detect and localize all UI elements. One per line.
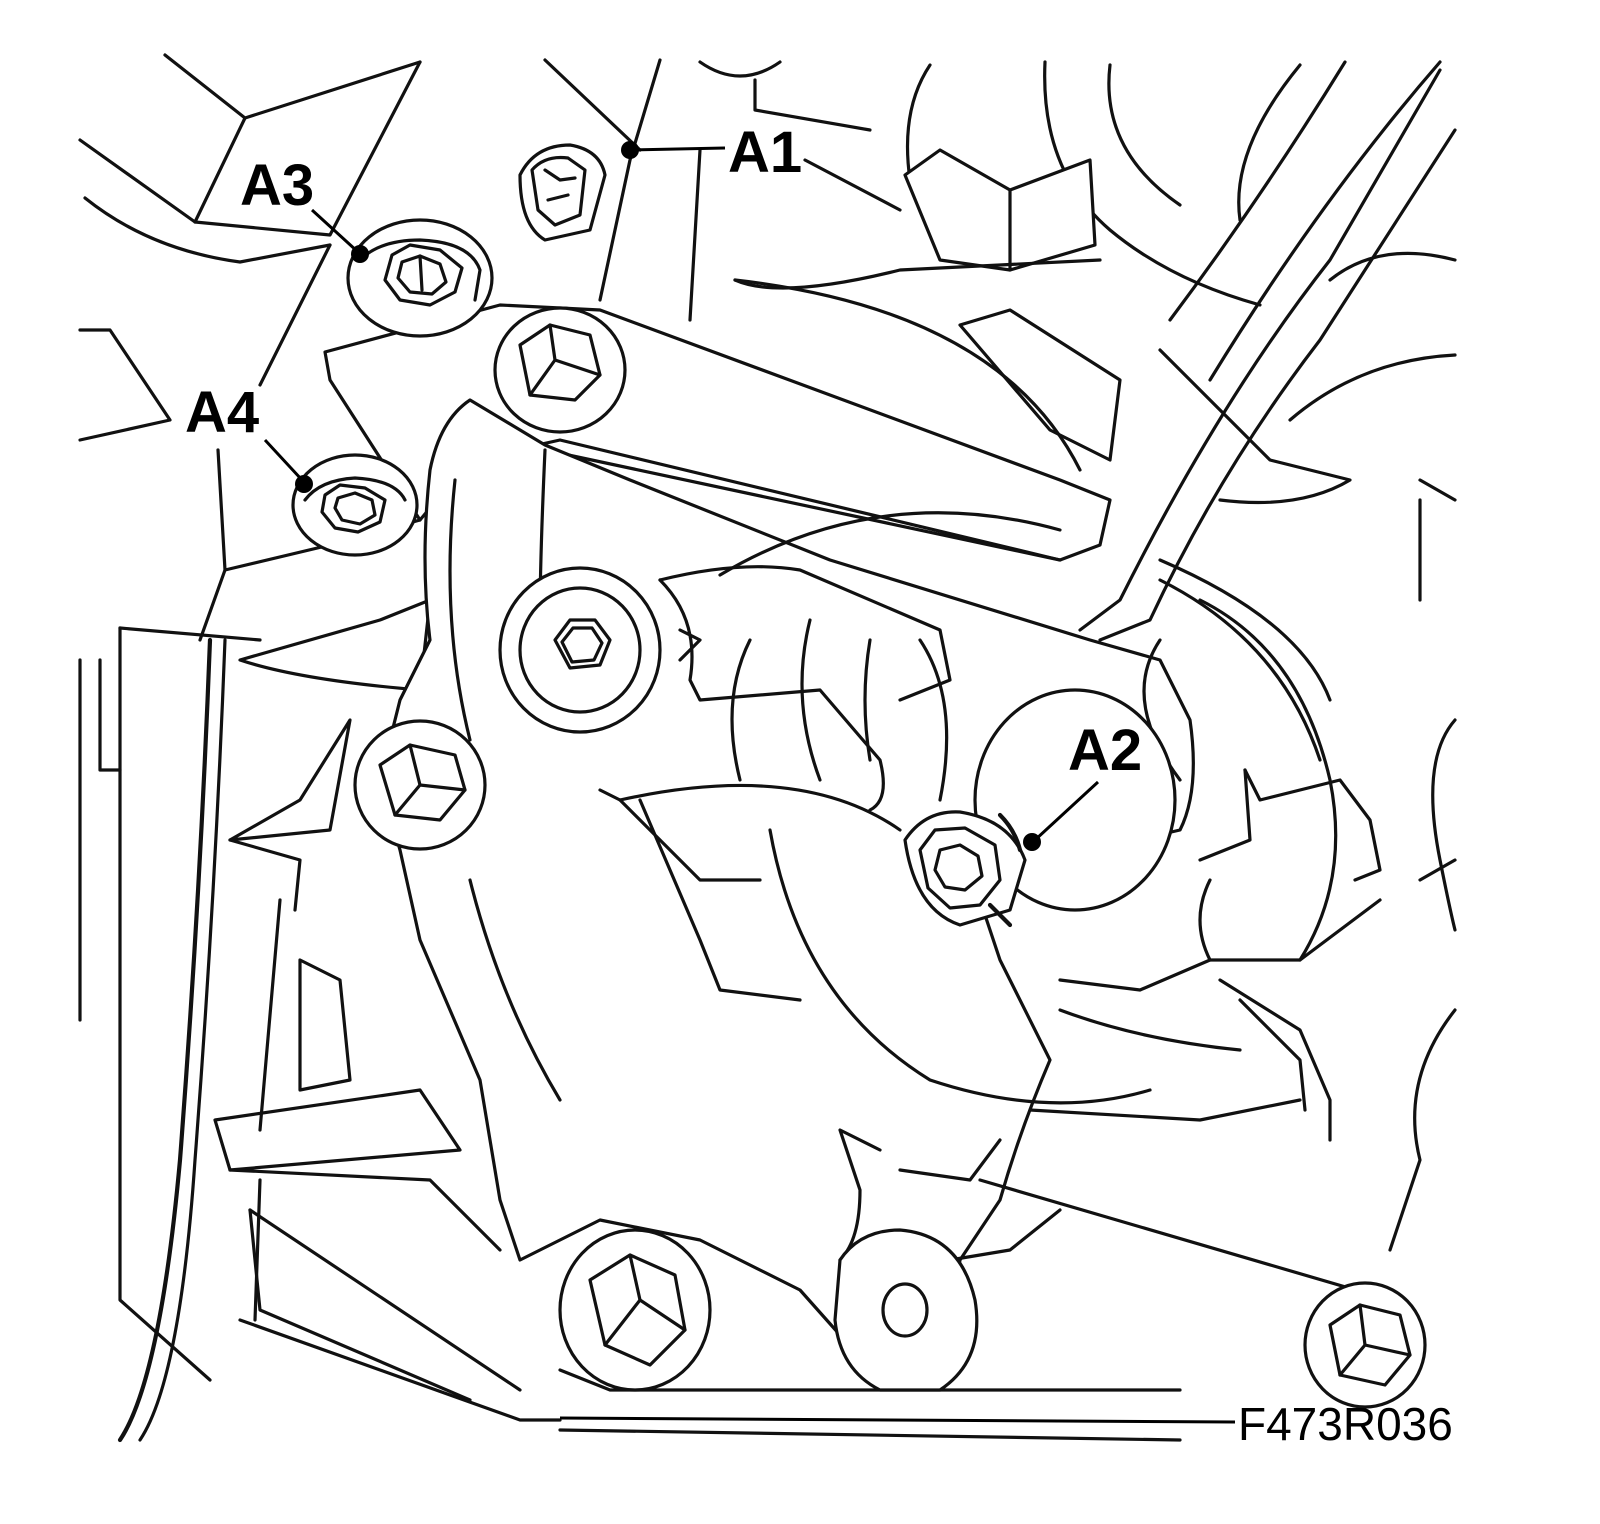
hex-bolt-bottom (558, 1228, 712, 1392)
hex-bolt-bottom-right (1303, 1281, 1427, 1409)
hex-bolt-top (493, 306, 627, 434)
callout-a1-leader (629, 146, 726, 152)
callout-a4-dot (295, 475, 313, 493)
callout-a2-label: A2 (1068, 718, 1142, 783)
tensioner-ring (973, 688, 1177, 912)
socket-bolt-center (498, 566, 662, 734)
callout-a3: A3 (240, 153, 369, 263)
callout-a3-dot (351, 245, 369, 263)
callout-a1: A1 (621, 120, 802, 185)
callout-a2: A2 (1023, 718, 1142, 851)
callout-a2-leader (1033, 780, 1100, 842)
pivot-eye (833, 1228, 979, 1392)
callout-a3-leader (310, 208, 360, 254)
callout-a3-label: A3 (240, 153, 314, 218)
torx-bolt-a4 (291, 453, 419, 557)
torx-bolt-a3 (346, 218, 494, 338)
engine-background-outline (78, 53, 1457, 1252)
left-housing-outline (78, 448, 562, 1443)
callout-a4-leader (263, 438, 304, 482)
hex-bolt-left (353, 719, 487, 851)
callout-a4: A4 (185, 380, 313, 493)
callout-a1-label: A1 (728, 120, 802, 185)
figure-code-block: F473R036 (559, 1398, 1453, 1450)
torx-bolt-a2 (903, 810, 1027, 928)
callout-a4-label: A4 (185, 380, 259, 445)
figure-code-leader (559, 1416, 1236, 1424)
torx-bolt-a1 (518, 143, 607, 242)
figure-code: F473R036 (1238, 1398, 1453, 1450)
callout-a2-dot (1023, 833, 1041, 851)
